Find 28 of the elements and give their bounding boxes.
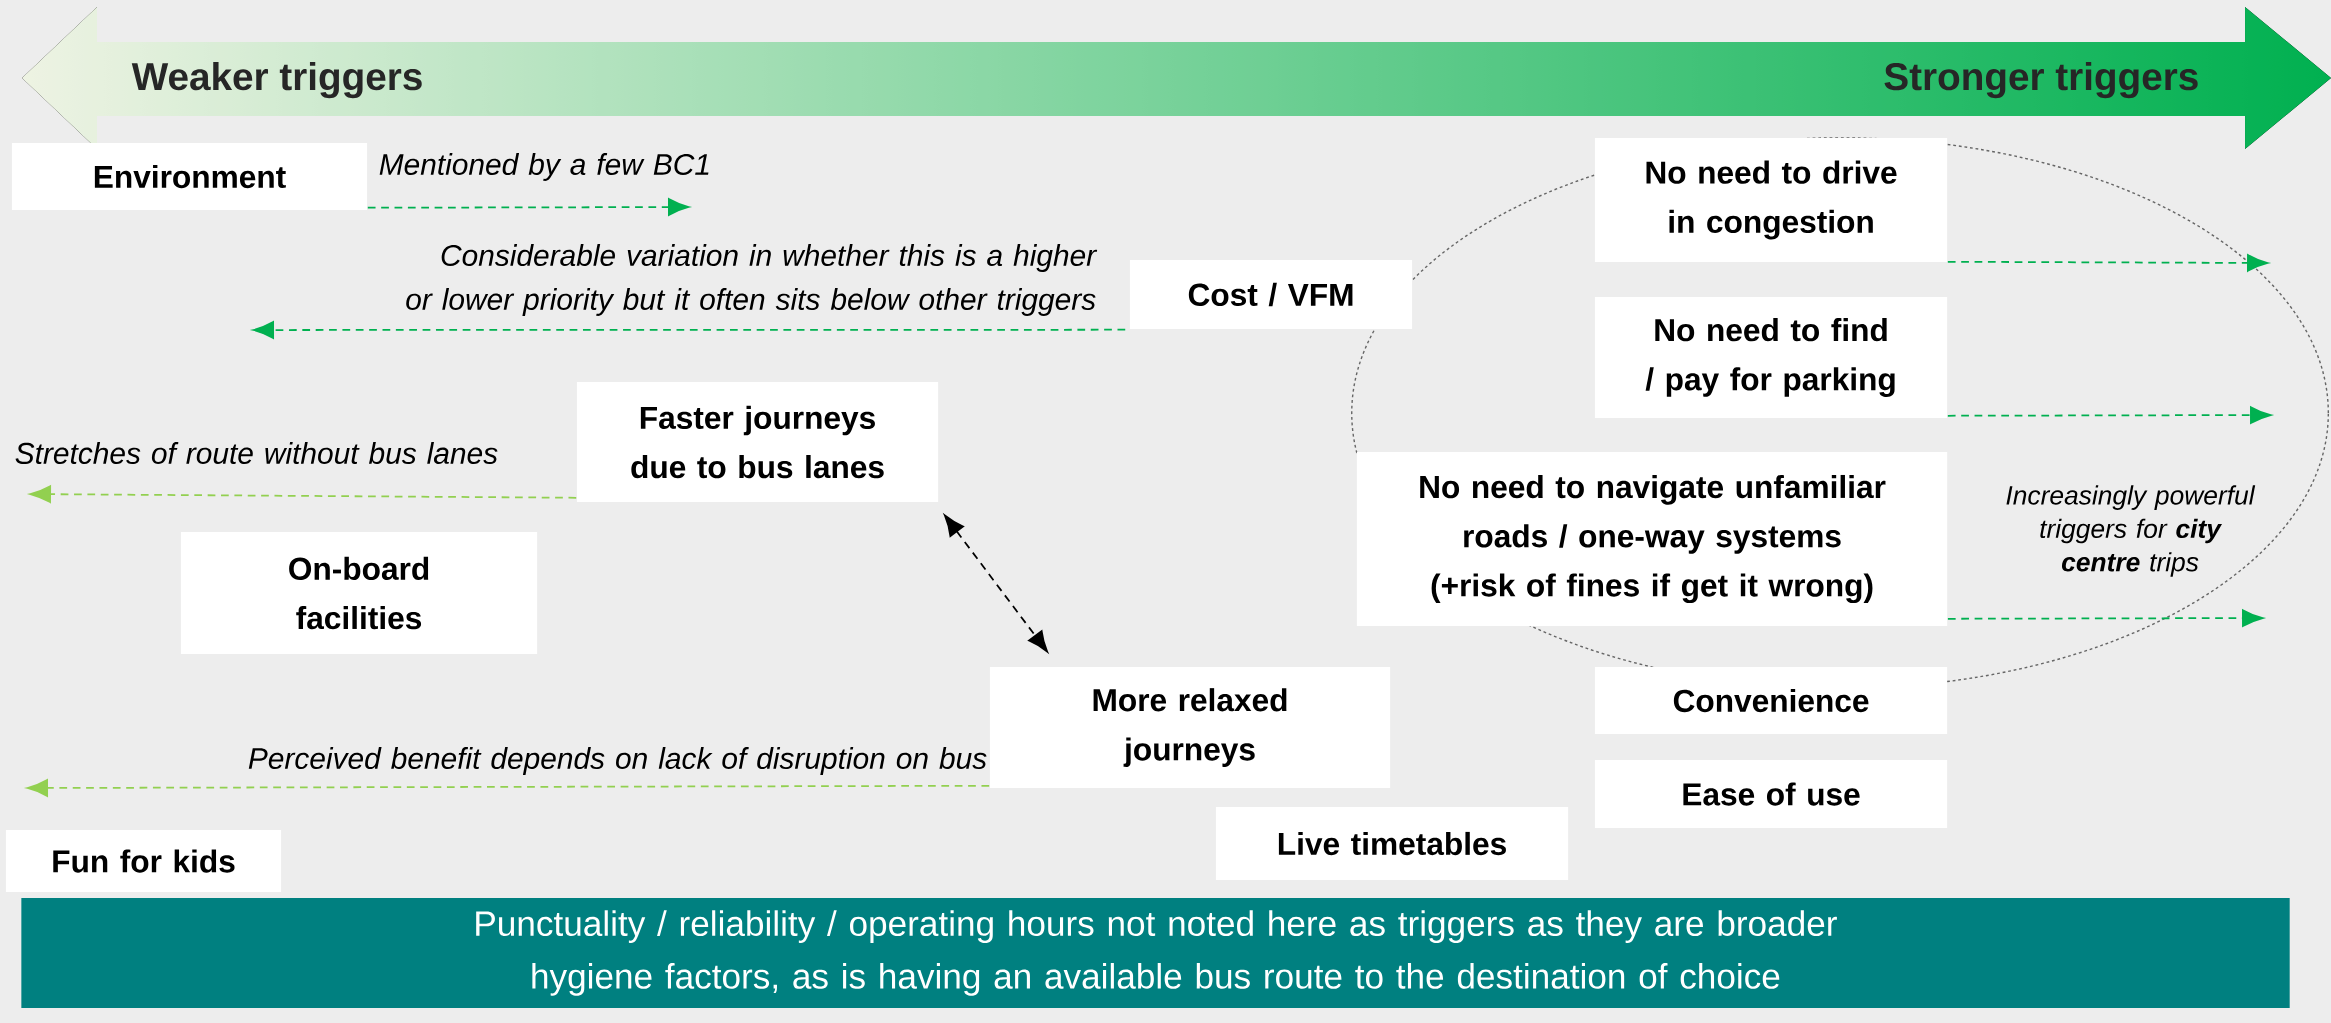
- edge-label: Considerable variation in whether this is a higher or lower priority but it often sits below other triggers: [406, 244, 1098, 316]
- label-box: Cost / VFM: [1129, 260, 1413, 330]
- label-box: More relaxed journeys: [989, 667, 1391, 789]
- edge-label: Mentioned by a few BC1: [379, 153, 709, 181]
- edge-label: Stretches of route without bus lanes: [15, 442, 498, 464]
- label-box: Environment: [11, 143, 368, 211]
- label-box: Live timetables: [1215, 807, 1569, 881]
- label-box: Ease of use: [1594, 760, 1948, 829]
- label-box: No need to navigate unfamiliar roads / one-way systems (+risk of fines if get it wrong): [1356, 451, 1948, 627]
- arrow: [944, 514, 1049, 653]
- arrow: [1946, 406, 2272, 424]
- banner-label: Stronger triggers: [1884, 61, 2198, 99]
- arrow: [366, 198, 690, 216]
- arrow: [1947, 609, 2264, 627]
- banner-label: Weaker triggers: [131, 61, 422, 99]
- label-box: Convenience: [1594, 667, 1948, 735]
- arrow: [29, 485, 578, 503]
- label-box: Faster journeys due to bus lanes: [576, 382, 939, 503]
- note-banner: Punctuality / reliability / operating hours not noted here as triggers as they are broader hygiene factors, as is having an available bus route to the destination of choice: [21, 898, 2290, 1009]
- label-box: Fun for kids: [5, 830, 282, 893]
- label-box: No need to drive in congestion: [1594, 138, 1948, 263]
- arrow: [252, 321, 1127, 339]
- label-box: On-board facilities: [180, 532, 538, 655]
- edge-label: Perceived benefit depends on lack of disruption on bus: [248, 747, 987, 775]
- arrow: [26, 779, 991, 797]
- label-box: No need to find / pay for parking: [1594, 297, 1948, 419]
- arrow: [1946, 254, 2269, 272]
- note-text: Increasingly powerful triggers for city centre trips: [2006, 485, 2256, 577]
